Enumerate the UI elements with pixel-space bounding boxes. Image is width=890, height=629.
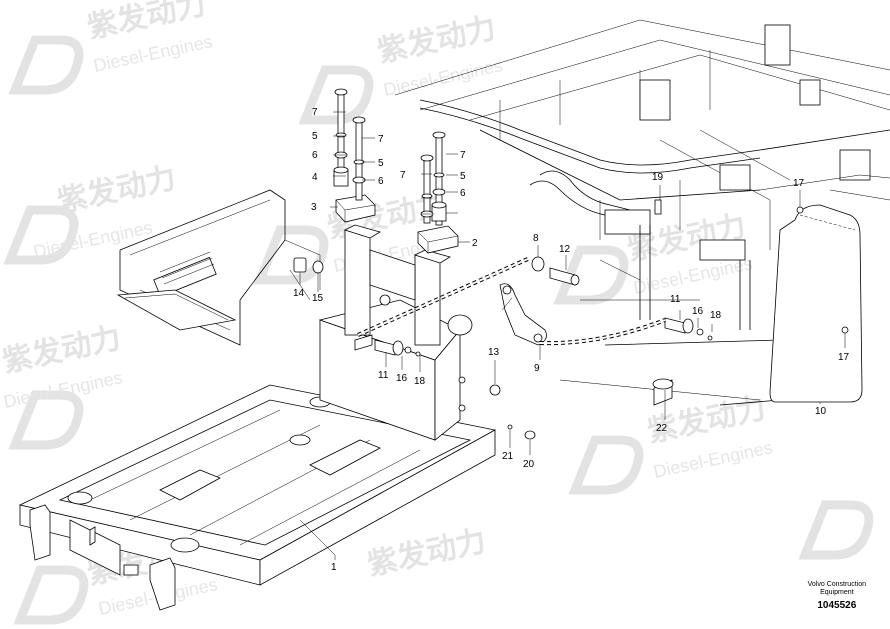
watermark-brand-9: 紫发动力: [364, 524, 489, 583]
callout-5a: 5: [312, 131, 318, 142]
callout-10: 10: [815, 406, 827, 417]
drawing-number: 1045526: [817, 600, 857, 611]
callout-6a: 6: [312, 150, 318, 161]
left-frame-drawing: [116, 189, 321, 346]
watermark-logo-icon: [253, 225, 329, 285]
callout-21: 21: [502, 451, 514, 462]
callout-4: 4: [312, 172, 318, 183]
callout-14: 14: [293, 288, 305, 299]
callout-7d: 7: [400, 170, 406, 181]
callout-17a: 17: [793, 178, 805, 189]
watermark-logo-icon: [3, 205, 79, 265]
callout-labels: 1 2 3 4 5 5 5 6 6 6 7 7 7 7 8 9 10 11 11…: [293, 107, 850, 573]
callout-12: 12: [559, 244, 571, 255]
callout-7a: 7: [312, 107, 318, 118]
chain-lines: [357, 256, 666, 346]
watermark-logo-icon: [8, 35, 84, 95]
callout-1: 1: [331, 562, 337, 573]
callout-3: 3: [311, 202, 317, 213]
callout-22: 22: [656, 423, 668, 434]
callout-8: 8: [533, 233, 539, 244]
main-frame-part-1: [18, 224, 497, 611]
callout-2: 2: [472, 238, 478, 249]
callout-13: 13: [488, 347, 500, 358]
callout-11a: 11: [378, 370, 389, 381]
credit-company-line1: Volvo Construction: [807, 581, 866, 588]
callout-18b: 18: [710, 310, 722, 321]
watermark-sub-3: Diesel-Engines: [32, 217, 155, 262]
watermark-logo-icon: [798, 500, 874, 560]
callout-16b: 16: [692, 306, 704, 317]
watermark-logo-icon: [13, 565, 89, 625]
callout-16a: 16: [396, 373, 408, 384]
watermark-logo-icon: [8, 390, 84, 450]
callout-5b: 5: [378, 158, 384, 169]
callout-15: 15: [312, 293, 324, 304]
leader-lines: [299, 111, 846, 560]
small-parts: [293, 88, 849, 440]
callout-6b: 6: [378, 176, 384, 187]
watermark-brand-3: 紫发动力: [54, 161, 179, 220]
credit-company-line2: Equipment: [820, 589, 854, 596]
callout-5c: 5: [460, 171, 466, 182]
callout-6c: 6: [460, 188, 466, 199]
callout-18a: 18: [414, 376, 426, 387]
callout-7b: 7: [378, 134, 384, 145]
callout-11b: 11: [670, 294, 681, 305]
watermark-logo-icon: [298, 65, 374, 125]
drawing-credit: Volvo Construction Equipment 1045526: [808, 581, 866, 611]
callout-19: 19: [652, 172, 664, 183]
callout-7c: 7: [460, 150, 466, 161]
callout-20: 20: [523, 459, 535, 470]
callout-9: 9: [534, 363, 540, 374]
plate-part-10: [769, 204, 863, 403]
callout-17b: 17: [838, 352, 850, 363]
watermark-logo-icon: [553, 245, 629, 305]
watermark-logo-icon: [568, 435, 644, 495]
